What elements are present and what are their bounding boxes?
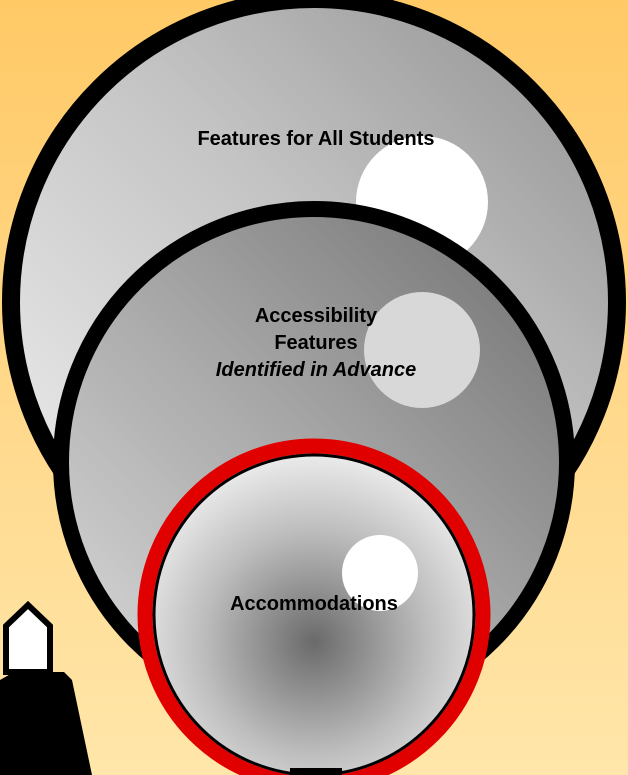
inner-circle-label-text: Accommodations	[230, 593, 398, 615]
inner-circle-highlight	[342, 535, 418, 611]
middle-circle-label-line1: Accessibility	[254, 305, 378, 327]
inner-circle-label: Accommodations	[164, 591, 464, 618]
bottom-stub	[290, 768, 342, 775]
inner-circle	[137, 438, 491, 775]
outer-circle-label-text: Features for All Students	[197, 128, 435, 150]
inner-circle-inner-stroke	[152, 453, 476, 775]
middle-circle-label: Accessibility Features Identified in Adv…	[134, 303, 498, 384]
outer-circle-label: Features for All Students	[134, 126, 498, 153]
middle-circle-highlight	[364, 292, 480, 408]
figure-icon	[0, 600, 92, 775]
middle-circle-label-line3: Identified in Advance	[215, 359, 417, 381]
middle-circle-label-line2: Features	[274, 332, 358, 354]
